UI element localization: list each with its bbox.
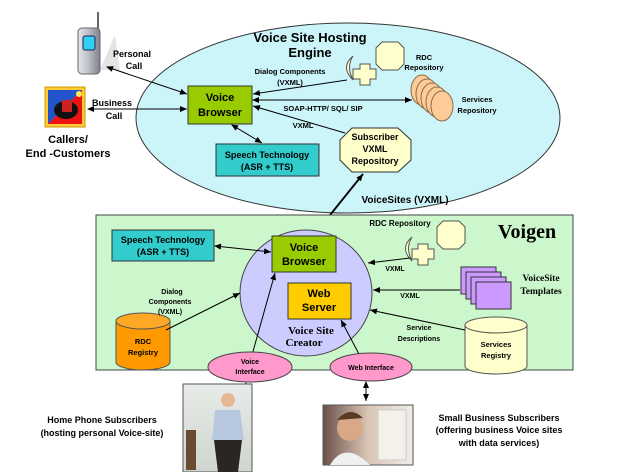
voigen-voice-browser[interactable] (271, 235, 337, 273)
voigen-rdc-label: RDC Repository (369, 219, 431, 228)
hosting-speech-technology[interactable] (215, 143, 320, 177)
arrow-registry-creator (165, 292, 241, 331)
voigen-dialog-label-3: (VXML) (158, 309, 182, 316)
arrow-rdc-creator (367, 257, 411, 266)
rdc-registry-label: RDC (135, 337, 152, 346)
web-server[interactable] (287, 282, 352, 320)
arrow-personal-call (106, 66, 188, 95)
voigen-title: Voigen (498, 221, 556, 243)
hosting-voice-browser-label-2: Browser (198, 107, 243, 119)
mobile-phone-icon (77, 12, 120, 75)
business-subscribers-label: Small Business Subscribers (438, 413, 559, 423)
web-interface-label: Web Interface (348, 365, 394, 372)
voice-interface[interactable] (207, 351, 293, 383)
voigen-speech-technology[interactable] (111, 229, 215, 262)
creator-label-2: Creator (285, 337, 322, 349)
voicesite-templates-icon (460, 266, 512, 310)
service-descriptions-label: Service (407, 325, 432, 332)
voicesites-label: VoiceSites (VXML) (361, 195, 448, 206)
voigen-dialog-label: Dialog (161, 289, 182, 296)
voigen-vxml-label-1: VXML (385, 266, 405, 273)
templates-label-2: Templates (520, 287, 562, 297)
arrow-services-creator (369, 308, 466, 331)
arrow-subscriber-to-browser (252, 105, 346, 134)
hosting-rdc-repository-icon (346, 41, 405, 86)
voigen-speech-label-2: (ASR + TTS) (137, 247, 189, 257)
callers-label-2: End -Customers (26, 148, 111, 160)
home-subscribers-label: Home Phone Subscribers (47, 415, 157, 425)
personal-call-label-2: Call (126, 61, 143, 71)
service-descriptions-label-2: Descriptions (398, 336, 441, 343)
business-subscribers-label-3: with data services) (458, 438, 540, 448)
hosting-speech-label-2: (ASR + TTS) (241, 162, 293, 172)
hosting-engine-title: Voice Site Hosting (253, 30, 366, 45)
web-interface[interactable] (329, 352, 413, 382)
hosting-speech-label: Speech Technology (225, 150, 309, 160)
hosting-vxml-label: VXML (293, 121, 314, 130)
web-server-label-2: Server (302, 302, 337, 314)
hosting-rdc-label-2: Repository (404, 63, 444, 72)
voice-interface-label: Voice (241, 359, 259, 366)
arrow-speech-browser (214, 243, 272, 255)
services-repository-label-2: Repository (457, 106, 497, 115)
voigen-rdc-repository-icon (405, 220, 466, 266)
soap-label: SOAP-HTTP/ SQL/ SIP (283, 104, 362, 113)
services-registry-label: Services (481, 340, 512, 349)
hosting-rdc-label: RDC (416, 53, 433, 62)
business-subscriber-photo (322, 404, 414, 466)
dialog-components-label-2: (VXML) (277, 78, 303, 87)
services-repository-label: Services (462, 95, 493, 104)
rdc-registry[interactable] (115, 312, 171, 371)
home-subscriber-photo (182, 383, 253, 472)
business-call-label-2: Call (106, 111, 123, 121)
business-phone-stamp-icon (44, 86, 86, 128)
hosting-engine-title-2: Engine (288, 45, 331, 60)
home-subscribers-label-2: (hosting personal Voice-site) (41, 428, 164, 438)
voigen-vxml-label-2: VXML (400, 293, 420, 300)
voigen-speech-label: Speech Technology (121, 235, 205, 245)
subscriber-repo-label-3: Repository (351, 156, 398, 166)
arrow-voice-interface-browser (251, 272, 276, 356)
subscriber-repo-label: Subscriber (351, 132, 399, 142)
hosting-voice-browser-label: Voice (206, 92, 235, 104)
voigen-voice-browser-label-2: Browser (282, 256, 327, 268)
rdc-registry-label-2: Registry (128, 348, 159, 357)
subscriber-vxml-repository[interactable] (339, 127, 412, 173)
voigen-voice-browser-label: Voice (290, 242, 319, 254)
subscriber-repo-label-2: VXML (362, 144, 388, 154)
arrow-browser-speech (231, 124, 263, 144)
personal-call-label: Personal (113, 49, 151, 59)
services-registry[interactable] (464, 316, 528, 375)
hosting-voice-browser[interactable] (187, 85, 253, 125)
business-subscribers-label-2: (offering business Voice sites (436, 425, 563, 435)
services-registry-label-2: Registry (481, 351, 512, 360)
services-repository-icon (410, 74, 454, 122)
business-call-label: Business (92, 98, 132, 108)
web-server-label: Web (307, 288, 330, 300)
arrow-dialog-to-browser (252, 79, 348, 96)
voice-interface-label-2: Interface (235, 369, 264, 376)
callers-label: Callers/ (48, 134, 88, 146)
arrow-web-interface-server (340, 319, 361, 357)
dialog-components-label: Dialog Components (255, 67, 326, 76)
voigen-dialog-label-2: Components (149, 299, 192, 306)
templates-label: VoiceSite (522, 274, 559, 284)
creator-label: Voice Site (288, 325, 334, 337)
